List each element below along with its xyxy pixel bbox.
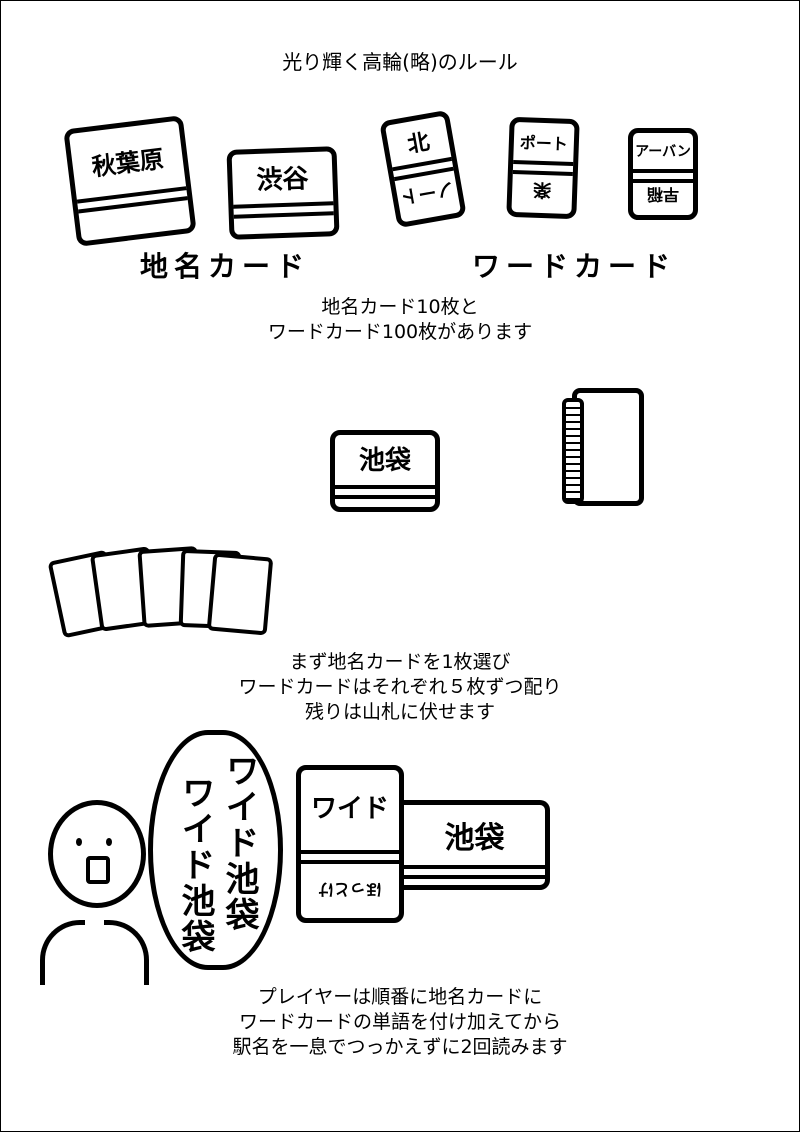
- place-card-akihabara: 秋葉原: [63, 115, 197, 247]
- caption-line: ワードカード100枚があります: [267, 321, 533, 343]
- caption-1: 地名カード10枚と ワードカード100枚があります: [0, 295, 800, 345]
- player-figure-icon: [40, 800, 149, 985]
- caption-2: まず地名カードを1枚選び ワードカードはそれぞれ５枚ずつ配り 残りは山札に伏せま…: [0, 650, 800, 725]
- place-card-ikebukuro: 池袋: [330, 430, 440, 512]
- card-text: ポート: [519, 133, 569, 154]
- word-card-urban: アーバン 早稲: [628, 128, 698, 220]
- word-card-deck-icon: [562, 388, 644, 506]
- card-text-upside-down: 早稲: [647, 185, 680, 204]
- card-band: [301, 850, 399, 864]
- word-card-port: ポート 楽: [506, 116, 580, 220]
- speech-bubble: ワイド池袋 ワイド池袋: [148, 730, 283, 970]
- card-band: [633, 169, 693, 183]
- place-card-shibuya: 渋谷: [226, 146, 340, 240]
- card-band: [335, 485, 435, 499]
- card-text: 池袋: [444, 821, 505, 856]
- card-text: アーバン: [635, 144, 691, 160]
- word-card-wide: ワイド ほっとけ: [296, 765, 404, 923]
- card-text: 池袋: [358, 445, 411, 476]
- place-card-ikebukuro-played: 池袋: [404, 800, 550, 890]
- caption-line: プレイヤーは順番に地名カードに: [257, 986, 543, 1008]
- card-text: 渋谷: [256, 163, 310, 196]
- caption-line: ワードカードはそれぞれ５枚ずつ配り: [238, 676, 562, 698]
- caption-3: プレイヤーは順番に地名カードに ワードカードの単語を付け加えてから 駅名を一息で…: [0, 985, 800, 1060]
- place-card-label: 地名カード: [140, 250, 311, 283]
- card-text-upside-down: ほっとけ: [318, 880, 383, 899]
- card-text-upside-down: 楽: [532, 178, 552, 201]
- card-band: [404, 865, 545, 879]
- caption-line: ワードカードの単語を付け加えてから: [238, 1011, 562, 1033]
- page-title: 光り輝く高輪(略)のルール: [282, 50, 518, 74]
- card-band: [233, 201, 334, 219]
- caption-line: 駅名を一息でつっかえずに2回読みます: [232, 1036, 568, 1058]
- caption-line: 残りは山札に伏せます: [304, 701, 495, 723]
- speech-line: ワイド池袋: [175, 775, 215, 955]
- dealt-hand-cards: [47, 545, 274, 645]
- caption-line: まず地名カードを1枚選び: [289, 651, 511, 673]
- word-card-label: ワードカード: [472, 250, 677, 283]
- card-text: ワイド: [310, 793, 389, 824]
- face-down-card: [206, 552, 274, 636]
- caption-line: 地名カード10枚と: [321, 296, 479, 318]
- speech-line: ワイド池袋: [219, 753, 259, 933]
- card-text-upside-down: ノート: [398, 177, 456, 208]
